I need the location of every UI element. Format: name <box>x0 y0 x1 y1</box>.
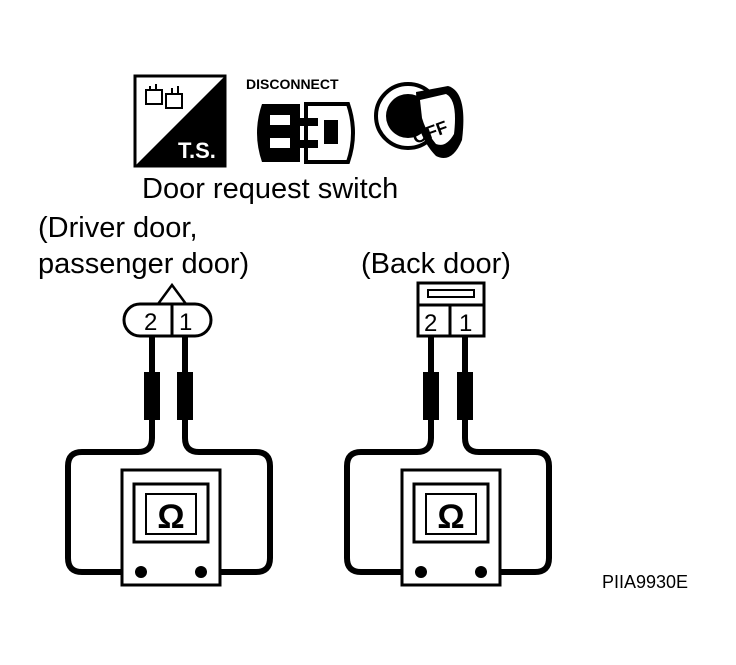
ts-icon-label: T.S. <box>178 138 216 163</box>
right-pin-1: 1 <box>459 310 472 337</box>
right-connector-label: (Back door) <box>361 248 511 280</box>
troubleshooting-ts-icon: T.S. <box>133 74 227 168</box>
right-pin-2: 2 <box>424 310 437 337</box>
disconnect-icon-label: DISCONNECT <box>246 76 339 92</box>
left-ohmmeter: Ω <box>120 468 222 587</box>
right-ohmmeter: Ω <box>400 468 502 587</box>
disconnect-connector-icon: DISCONNECT <box>246 76 355 164</box>
left-pin-2: 2 <box>144 309 157 336</box>
right-probe-1 <box>457 372 473 420</box>
ignition-key-off-icon: OFF <box>374 82 464 158</box>
right-test-leads <box>344 336 552 575</box>
left-ohm-symbol: Ω <box>157 498 184 536</box>
left-connector-label-line2: passenger door) <box>38 248 249 280</box>
diagram-title: Door request switch <box>142 173 398 205</box>
left-pin-1: 1 <box>179 309 192 336</box>
right-probe-2 <box>423 372 439 420</box>
left-probe-1 <box>177 372 193 420</box>
figure-id: PIIA9930E <box>602 572 688 592</box>
left-connector: 2 1 <box>122 282 213 338</box>
left-test-leads <box>65 336 273 575</box>
right-connector: 2 1 <box>416 281 486 338</box>
left-connector-label-line1: (Driver door, <box>38 212 198 244</box>
right-ohm-symbol: Ω <box>437 498 464 536</box>
left-probe-2 <box>144 372 160 420</box>
